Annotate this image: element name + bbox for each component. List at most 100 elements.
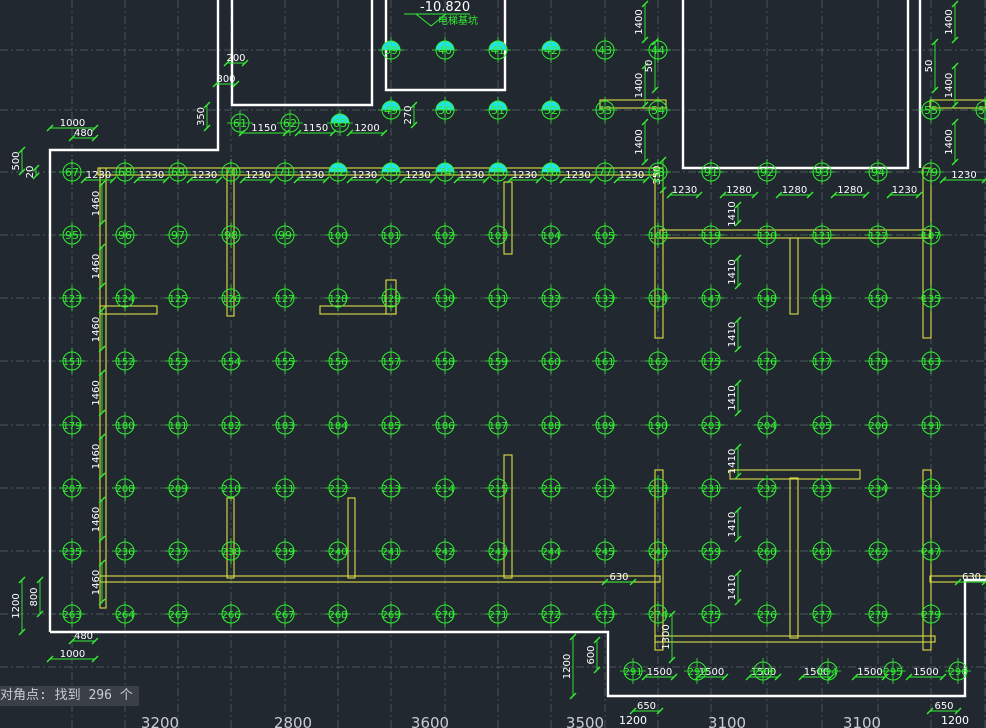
pile-node[interactable]: 291 xyxy=(620,658,646,684)
pile-node[interactable]: 242 xyxy=(432,538,458,564)
pile-node[interactable]: 39 xyxy=(378,37,404,63)
pile-node[interactable]: 236 xyxy=(112,538,138,564)
pile-node[interactable]: 208 xyxy=(112,475,138,501)
pile-node[interactable]: 126 xyxy=(218,285,244,311)
pile-node[interactable]: 247 xyxy=(918,538,944,564)
pile-node[interactable]: 238 xyxy=(218,538,244,564)
pile-node[interactable]: 231 xyxy=(698,475,724,501)
pile-node[interactable]: 96 xyxy=(112,222,138,248)
pile-node[interactable]: 178 xyxy=(865,348,891,374)
pile-node[interactable]: 121 xyxy=(809,222,835,248)
pile-node[interactable]: 185 xyxy=(378,412,404,438)
pile-node[interactable]: 120 xyxy=(754,222,780,248)
pile-node[interactable]: 53 xyxy=(592,97,618,123)
pile-node[interactable]: 275 xyxy=(698,601,724,627)
pile-node[interactable]: 128 xyxy=(325,285,351,311)
pile-node[interactable]: 239 xyxy=(272,538,298,564)
pile-node[interactable]: 152 xyxy=(112,348,138,374)
pile-node[interactable]: 156 xyxy=(325,348,351,374)
pile-node[interactable]: 203 xyxy=(698,412,724,438)
pile-node[interactable]: 94 xyxy=(865,159,891,185)
pile-node[interactable]: 148 xyxy=(754,285,780,311)
pile-node[interactable]: 218 xyxy=(645,475,671,501)
pile-node[interactable]: 216 xyxy=(538,475,564,501)
pile-node[interactable]: 74 xyxy=(432,159,458,185)
pile-node[interactable]: 182 xyxy=(218,412,244,438)
pile-node[interactable]: 42 xyxy=(538,37,564,63)
pile-node[interactable]: 260 xyxy=(754,538,780,564)
pile-node[interactable]: 278 xyxy=(865,601,891,627)
pile-node[interactable]: 131 xyxy=(485,285,511,311)
pile-node[interactable]: 129 xyxy=(378,285,404,311)
pile-node[interactable]: 214 xyxy=(432,475,458,501)
pile-node[interactable]: 204 xyxy=(754,412,780,438)
pile-node[interactable]: 245 xyxy=(592,538,618,564)
pile-node[interactable]: 188 xyxy=(538,412,564,438)
pile-node[interactable]: 149 xyxy=(809,285,835,311)
pile-node[interactable]: 246 xyxy=(645,538,671,564)
pile-node[interactable]: 205 xyxy=(809,412,835,438)
pile-node[interactable]: 102 xyxy=(432,222,458,248)
pile-node[interactable]: 233 xyxy=(809,475,835,501)
pile-node[interactable]: 68 xyxy=(112,159,138,185)
pile-node[interactable]: 162 xyxy=(645,348,671,374)
pile-node[interactable]: 50 xyxy=(432,97,458,123)
pile-node[interactable]: 235 xyxy=(59,538,85,564)
pile-node[interactable]: 176 xyxy=(754,348,780,374)
pile-node[interactable]: 56 xyxy=(972,97,986,123)
pile-node[interactable]: 67 xyxy=(59,159,85,185)
pile-node[interactable]: 267 xyxy=(272,601,298,627)
pile-node[interactable]: 73 xyxy=(378,159,404,185)
pile-node[interactable]: 269 xyxy=(378,601,404,627)
pile-node[interactable]: 210 xyxy=(218,475,244,501)
pile-node[interactable]: 132 xyxy=(538,285,564,311)
pile-node[interactable]: 100 xyxy=(325,222,351,248)
pile-node[interactable]: 99 xyxy=(272,222,298,248)
pile-node[interactable]: 241 xyxy=(378,538,404,564)
pile-node[interactable]: 263 xyxy=(59,601,85,627)
pile-node[interactable]: 212 xyxy=(325,475,351,501)
pile-node[interactable]: 271 xyxy=(485,601,511,627)
pile-node[interactable]: 91 xyxy=(698,159,724,185)
pile-node[interactable]: 243 xyxy=(485,538,511,564)
pile-node[interactable]: 273 xyxy=(592,601,618,627)
pile-node[interactable]: 232 xyxy=(754,475,780,501)
pile-node[interactable]: 206 xyxy=(865,412,891,438)
pile-node[interactable]: 106 xyxy=(645,222,671,248)
pile-node[interactable]: 276 xyxy=(754,601,780,627)
pile-node[interactable]: 234 xyxy=(865,475,891,501)
pile-node[interactable]: 157 xyxy=(378,348,404,374)
pile-node[interactable]: 177 xyxy=(809,348,835,374)
pile-node[interactable]: 61 xyxy=(227,110,253,136)
pile-node[interactable]: 63 xyxy=(327,110,353,136)
pile-node[interactable]: 268 xyxy=(325,601,351,627)
pile-node[interactable]: 207 xyxy=(59,475,85,501)
pile-node[interactable]: 186 xyxy=(432,412,458,438)
pile-node[interactable]: 270 xyxy=(432,601,458,627)
pile-node[interactable]: 150 xyxy=(865,285,891,311)
pile-node[interactable]: 180 xyxy=(112,412,138,438)
pile-node[interactable]: 179 xyxy=(59,412,85,438)
pile-node[interactable]: 154 xyxy=(218,348,244,374)
pile-node[interactable]: 76 xyxy=(538,159,564,185)
pile-node[interactable]: 97 xyxy=(165,222,191,248)
pile-node[interactable]: 187 xyxy=(485,412,511,438)
pile-node[interactable]: 265 xyxy=(165,601,191,627)
pile-node[interactable]: 125 xyxy=(165,285,191,311)
pile-node[interactable]: 51 xyxy=(485,97,511,123)
pile-node[interactable]: 49 xyxy=(378,97,404,123)
pile-node[interactable]: 77 xyxy=(592,159,618,185)
pile-node[interactable]: 119 xyxy=(698,222,724,248)
pile-node[interactable]: 293 xyxy=(750,658,776,684)
pile-node[interactable]: 279 xyxy=(918,601,944,627)
pile-node[interactable]: 217 xyxy=(592,475,618,501)
pile-node[interactable]: 107 xyxy=(918,222,944,248)
pile-node[interactable]: 159 xyxy=(485,348,511,374)
pile-node[interactable]: 181 xyxy=(165,412,191,438)
pile-node[interactable]: 41 xyxy=(485,37,511,63)
pile-node[interactable]: 70 xyxy=(218,159,244,185)
pile-node[interactable]: 209 xyxy=(165,475,191,501)
pile-node[interactable]: 153 xyxy=(165,348,191,374)
pile-node[interactable]: 215 xyxy=(485,475,511,501)
